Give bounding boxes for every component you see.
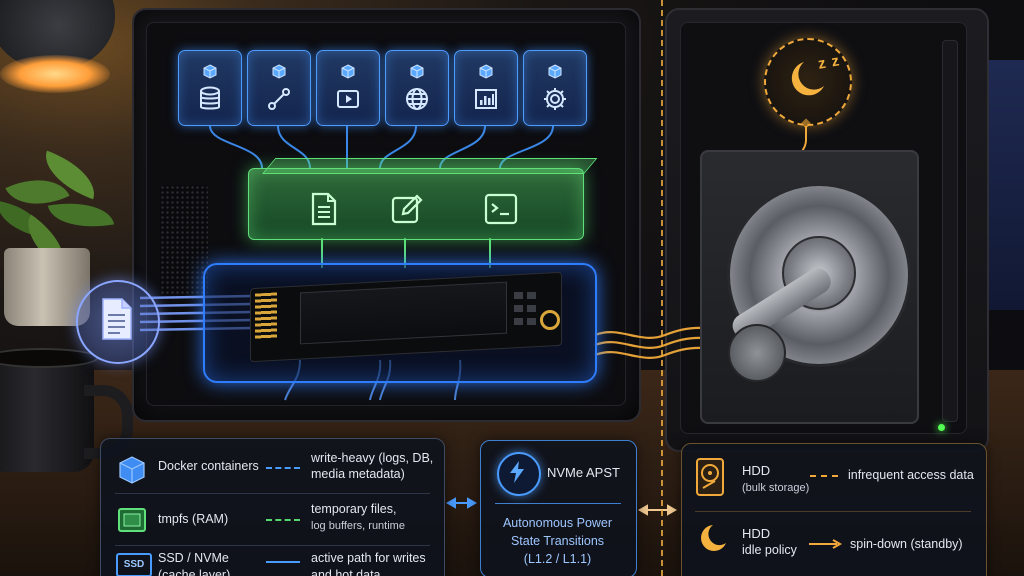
lightning-icon xyxy=(510,461,524,483)
nvme-connector-pins xyxy=(255,292,277,340)
power-domain-divider xyxy=(661,0,663,576)
nvme-component xyxy=(514,292,523,299)
apst-title: NVMe APST xyxy=(547,465,620,480)
cube-icon xyxy=(341,64,355,79)
hdd-bulk-desc: infrequent access data xyxy=(848,468,974,482)
coffee-mug xyxy=(0,352,94,472)
share-icon xyxy=(268,88,290,110)
cube-icon xyxy=(548,64,562,79)
apst-description: Autonomous Power State Transitions (L1.2… xyxy=(480,514,635,568)
hdd-panel-divider xyxy=(695,511,971,512)
ssd-icon: SSD xyxy=(116,553,152,576)
legend-tmpfs-label: tmpfs (RAM) xyxy=(158,512,229,526)
plant-pot xyxy=(4,248,90,326)
hdd-bulk-title: HDD xyxy=(742,463,771,478)
cube-icon xyxy=(119,456,145,484)
nvme-component xyxy=(514,318,523,325)
container-tile-monitoring xyxy=(454,50,518,126)
container-tile-media xyxy=(316,50,380,126)
cube-icon xyxy=(410,64,424,79)
nvme-controller-chip xyxy=(300,281,507,345)
legend-row-docker: Docker containers write-heavy (logs, DB,… xyxy=(101,445,444,491)
legend-panel: Docker containers write-heavy (logs, DB,… xyxy=(100,438,445,576)
sleep-badge xyxy=(764,38,852,126)
apst-divider xyxy=(495,503,621,504)
document-icon xyxy=(102,298,132,340)
nvme-component xyxy=(514,305,523,312)
ram-icon xyxy=(118,508,146,532)
arrow-right-icon xyxy=(809,539,842,549)
legend-ssd-label-2: (cache layer) xyxy=(158,568,231,576)
cube-icon xyxy=(203,64,217,79)
legend-row-tmpfs: tmpfs (RAM) temporary files, log buffers… xyxy=(101,497,444,543)
play-icon xyxy=(337,90,359,108)
hdd-actuator-pivot xyxy=(728,324,786,382)
hdd-bulk-subtitle: (bulk storage) xyxy=(742,482,810,494)
legend-docker-line xyxy=(266,467,300,469)
apst-desc-line-3: (L1.2 / L1.1) xyxy=(523,552,592,566)
legend-ssd-desc-1: active path for writes xyxy=(311,551,426,565)
legend-ssd-label-1: SSD / NVMe xyxy=(158,551,229,565)
hdd-icon xyxy=(696,458,724,496)
legend-apst-arrow xyxy=(445,497,478,509)
container-links xyxy=(209,125,554,169)
legend-ssd-line xyxy=(266,561,300,563)
apst-desc-line-2: State Transitions xyxy=(510,534,605,548)
nvme-mount-notch xyxy=(540,310,560,330)
legend-tmpfs-desc-1: temporary files, xyxy=(311,502,397,516)
database-icon xyxy=(200,86,220,110)
chart-icon xyxy=(475,89,497,109)
container-tile-network xyxy=(247,50,311,126)
legend-tmpfs-desc-2: log buffers, runtime xyxy=(311,520,405,532)
hdd-idle-desc: spin-down (standby) xyxy=(850,537,963,551)
nvme-component xyxy=(527,292,536,299)
case-side-rail xyxy=(942,40,958,422)
legend-divider xyxy=(115,493,430,494)
nvme-component xyxy=(527,318,536,325)
moon-icon xyxy=(701,525,726,551)
apst-hdd-arrow xyxy=(637,504,678,516)
legend-tmpfs-line xyxy=(266,519,300,521)
background-window xyxy=(985,60,1024,310)
moon-icon xyxy=(791,62,824,96)
hdd-idle-title: HDD xyxy=(742,526,771,541)
legend-docker-label: Docker containers xyxy=(158,459,259,473)
cube-icon xyxy=(272,64,286,79)
hdd-panel xyxy=(681,443,987,576)
globe-icon xyxy=(406,88,428,110)
edit-icon xyxy=(388,190,426,228)
terminal-icon xyxy=(482,190,520,228)
hdd-bulk-line xyxy=(810,475,838,477)
container-tile-web xyxy=(385,50,449,126)
power-led xyxy=(938,424,945,431)
legend-docker-desc: write-heavy (logs, DB, media metadata) xyxy=(311,451,434,481)
cube-icon xyxy=(479,64,493,79)
legend-row-ssd: SSD SSD / NVMe (cache layer) active path… xyxy=(101,547,444,576)
hdd-idle-subtitle: idle policy xyxy=(742,543,797,557)
container-tile-database xyxy=(178,50,242,126)
legend-ssd-desc-2: and hot data xyxy=(311,568,381,576)
container-tile-settings xyxy=(523,50,587,126)
gear-icon xyxy=(544,88,566,110)
legend-divider xyxy=(115,545,430,546)
desk-lamp-glow xyxy=(0,55,110,93)
file-icon xyxy=(305,190,343,228)
apst-desc-line-1: Autonomous Power xyxy=(502,516,613,530)
case-mesh-vent xyxy=(160,185,208,300)
nvme-component xyxy=(527,305,536,312)
